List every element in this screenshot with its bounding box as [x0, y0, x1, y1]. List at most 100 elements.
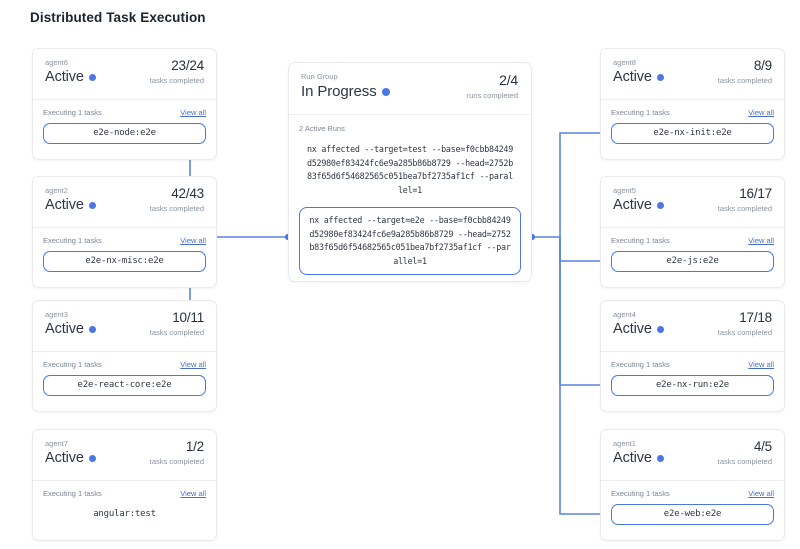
- view-all-link[interactable]: View all: [180, 108, 206, 117]
- run-group-status-label: In Progress: [301, 83, 377, 100]
- agent-status-label: Active: [45, 450, 84, 466]
- agent-card[interactable]: agent5 Active 16/17 tasks completed Exec…: [600, 176, 785, 288]
- task-pill[interactable]: angular:test: [93, 509, 156, 519]
- view-all-link[interactable]: View all: [748, 108, 774, 117]
- task-pill[interactable]: e2e-js:e2e: [611, 251, 774, 272]
- task-count: 23/24: [171, 58, 204, 73]
- agent-name: agent4: [613, 310, 636, 319]
- agent-status-label: Active: [45, 197, 84, 213]
- divider: [601, 351, 784, 352]
- divider: [289, 114, 531, 115]
- run-group-label: Run Group: [301, 72, 338, 81]
- executing-label: Executing 1 tasks: [611, 108, 670, 117]
- agent-status: Active: [613, 197, 772, 213]
- agent-card-header: agent5 Active 16/17 tasks completed: [601, 177, 784, 227]
- agent-card-header: agent8 Active 8/9 tasks completed: [601, 49, 784, 99]
- executing-label: Executing 1 tasks: [43, 489, 102, 498]
- agent-card-header: agent7 Active 1/2 tasks completed: [33, 430, 216, 480]
- agent-card-body: Executing 1 tasks View all e2e-node:e2e: [33, 100, 216, 154]
- task-count: 1/2: [185, 439, 204, 454]
- task-pill[interactable]: e2e-nx-misc:e2e: [43, 251, 206, 272]
- agent-status: Active: [613, 321, 772, 337]
- view-all-link[interactable]: View all: [180, 236, 206, 245]
- view-all-link[interactable]: View all: [748, 236, 774, 245]
- agent-card-body: Executing 1 tasks View all e2e-react-cor…: [33, 352, 216, 406]
- executing-label: Executing 1 tasks: [43, 360, 102, 369]
- agent-card-body: Executing 1 tasks View all e2e-nx-run:e2…: [601, 352, 784, 406]
- agent-card-body: Executing 1 tasks View all e2e-js:e2e: [601, 228, 784, 282]
- agent-card[interactable]: agent1 Active 4/5 tasks completed Execut…: [600, 429, 785, 541]
- task-count-sublabel: tasks completed: [717, 204, 772, 213]
- status-dot-icon: [656, 454, 664, 462]
- agent-status-label: Active: [45, 69, 84, 85]
- status-dot-icon: [88, 454, 96, 462]
- agent-status-label: Active: [45, 321, 84, 337]
- task-pill[interactable]: e2e-node:e2e: [43, 123, 206, 144]
- agent-name: agent8: [613, 58, 636, 67]
- status-dot-icon: [88, 73, 96, 81]
- run-group-body: 2 Active Runs nx affected --target=test …: [289, 115, 531, 287]
- task-count: 4/5: [753, 439, 772, 454]
- divider: [33, 480, 216, 481]
- agent-card[interactable]: agent4 Active 17/18 tasks completed Exec…: [600, 300, 785, 412]
- task-count-sublabel: tasks completed: [717, 76, 772, 85]
- agent-card-header: agent6 Active 23/24 tasks completed: [33, 49, 216, 99]
- executing-label: Executing 1 tasks: [43, 236, 102, 245]
- view-all-link[interactable]: View all: [748, 489, 774, 498]
- agent-name: agent7: [45, 439, 68, 448]
- agent-name: agent2: [45, 186, 68, 195]
- task-count-sublabel: tasks completed: [149, 76, 204, 85]
- agent-card[interactable]: agent6 Active 23/24 tasks completed Exec…: [32, 48, 217, 160]
- divider: [33, 99, 216, 100]
- active-runs-label: 2 Active Runs: [299, 124, 345, 133]
- agent-card[interactable]: agent3 Active 10/11 tasks completed Exec…: [32, 300, 217, 412]
- agent-status-label: Active: [613, 69, 652, 85]
- agent-status: Active: [613, 450, 772, 466]
- status-dot-icon: [656, 201, 664, 209]
- task-pill[interactable]: e2e-web:e2e: [611, 504, 774, 525]
- run-group-header: Run Group In Progress 2/4 runs completed: [289, 63, 531, 114]
- status-dot-icon: [656, 325, 664, 333]
- executing-label: Executing 1 tasks: [611, 489, 670, 498]
- task-count-sublabel: tasks completed: [717, 328, 772, 337]
- agent-card[interactable]: agent8 Active 8/9 tasks completed Execut…: [600, 48, 785, 160]
- executing-label: Executing 1 tasks: [43, 108, 102, 117]
- agent-card-header: agent4 Active 17/18 tasks completed: [601, 301, 784, 351]
- task-count-sublabel: tasks completed: [149, 204, 204, 213]
- status-dot-icon: [656, 73, 664, 81]
- status-dot-icon: [381, 87, 390, 96]
- agent-name: agent6: [45, 58, 68, 67]
- task-pill[interactable]: e2e-nx-run:e2e: [611, 375, 774, 396]
- task-pill[interactable]: e2e-react-core:e2e: [43, 375, 206, 396]
- agent-status: Active: [45, 69, 204, 85]
- agent-name: agent1: [613, 439, 636, 448]
- task-count-sublabel: tasks completed: [149, 328, 204, 337]
- agent-status-label: Active: [613, 450, 652, 466]
- agent-status: Active: [45, 450, 204, 466]
- agent-status: Active: [45, 197, 204, 213]
- run-count-sublabel: runs completed: [466, 91, 518, 100]
- run-command[interactable]: nx affected --target=test --base=f0cbb84…: [306, 144, 514, 195]
- view-all-link[interactable]: View all: [748, 360, 774, 369]
- agent-card-body: Executing 1 tasks View all e2e-web:e2e: [601, 481, 784, 535]
- task-count: 42/43: [171, 186, 204, 201]
- run-count: 2/4: [499, 72, 518, 88]
- agent-card[interactable]: agent7 Active 1/2 tasks completed Execut…: [32, 429, 217, 541]
- run-command-selected[interactable]: nx affected --target=e2e --base=f0cbb842…: [299, 207, 521, 275]
- divider: [33, 351, 216, 352]
- divider: [601, 99, 784, 100]
- divider: [601, 227, 784, 228]
- divider: [33, 227, 216, 228]
- agent-card[interactable]: agent2 Active 42/43 tasks completed Exec…: [32, 176, 217, 288]
- status-dot-icon: [88, 201, 96, 209]
- task-pill[interactable]: e2e-nx-init:e2e: [611, 123, 774, 144]
- run-group-panel: Run Group In Progress 2/4 runs completed…: [288, 62, 532, 282]
- view-all-link[interactable]: View all: [180, 489, 206, 498]
- task-count: 16/17: [739, 186, 772, 201]
- task-count-sublabel: tasks completed: [149, 457, 204, 466]
- view-all-link[interactable]: View all: [180, 360, 206, 369]
- status-dot-icon: [88, 325, 96, 333]
- agent-card-body: Executing 1 tasks View all e2e-nx-init:e…: [601, 100, 784, 154]
- task-count: 17/18: [739, 310, 772, 325]
